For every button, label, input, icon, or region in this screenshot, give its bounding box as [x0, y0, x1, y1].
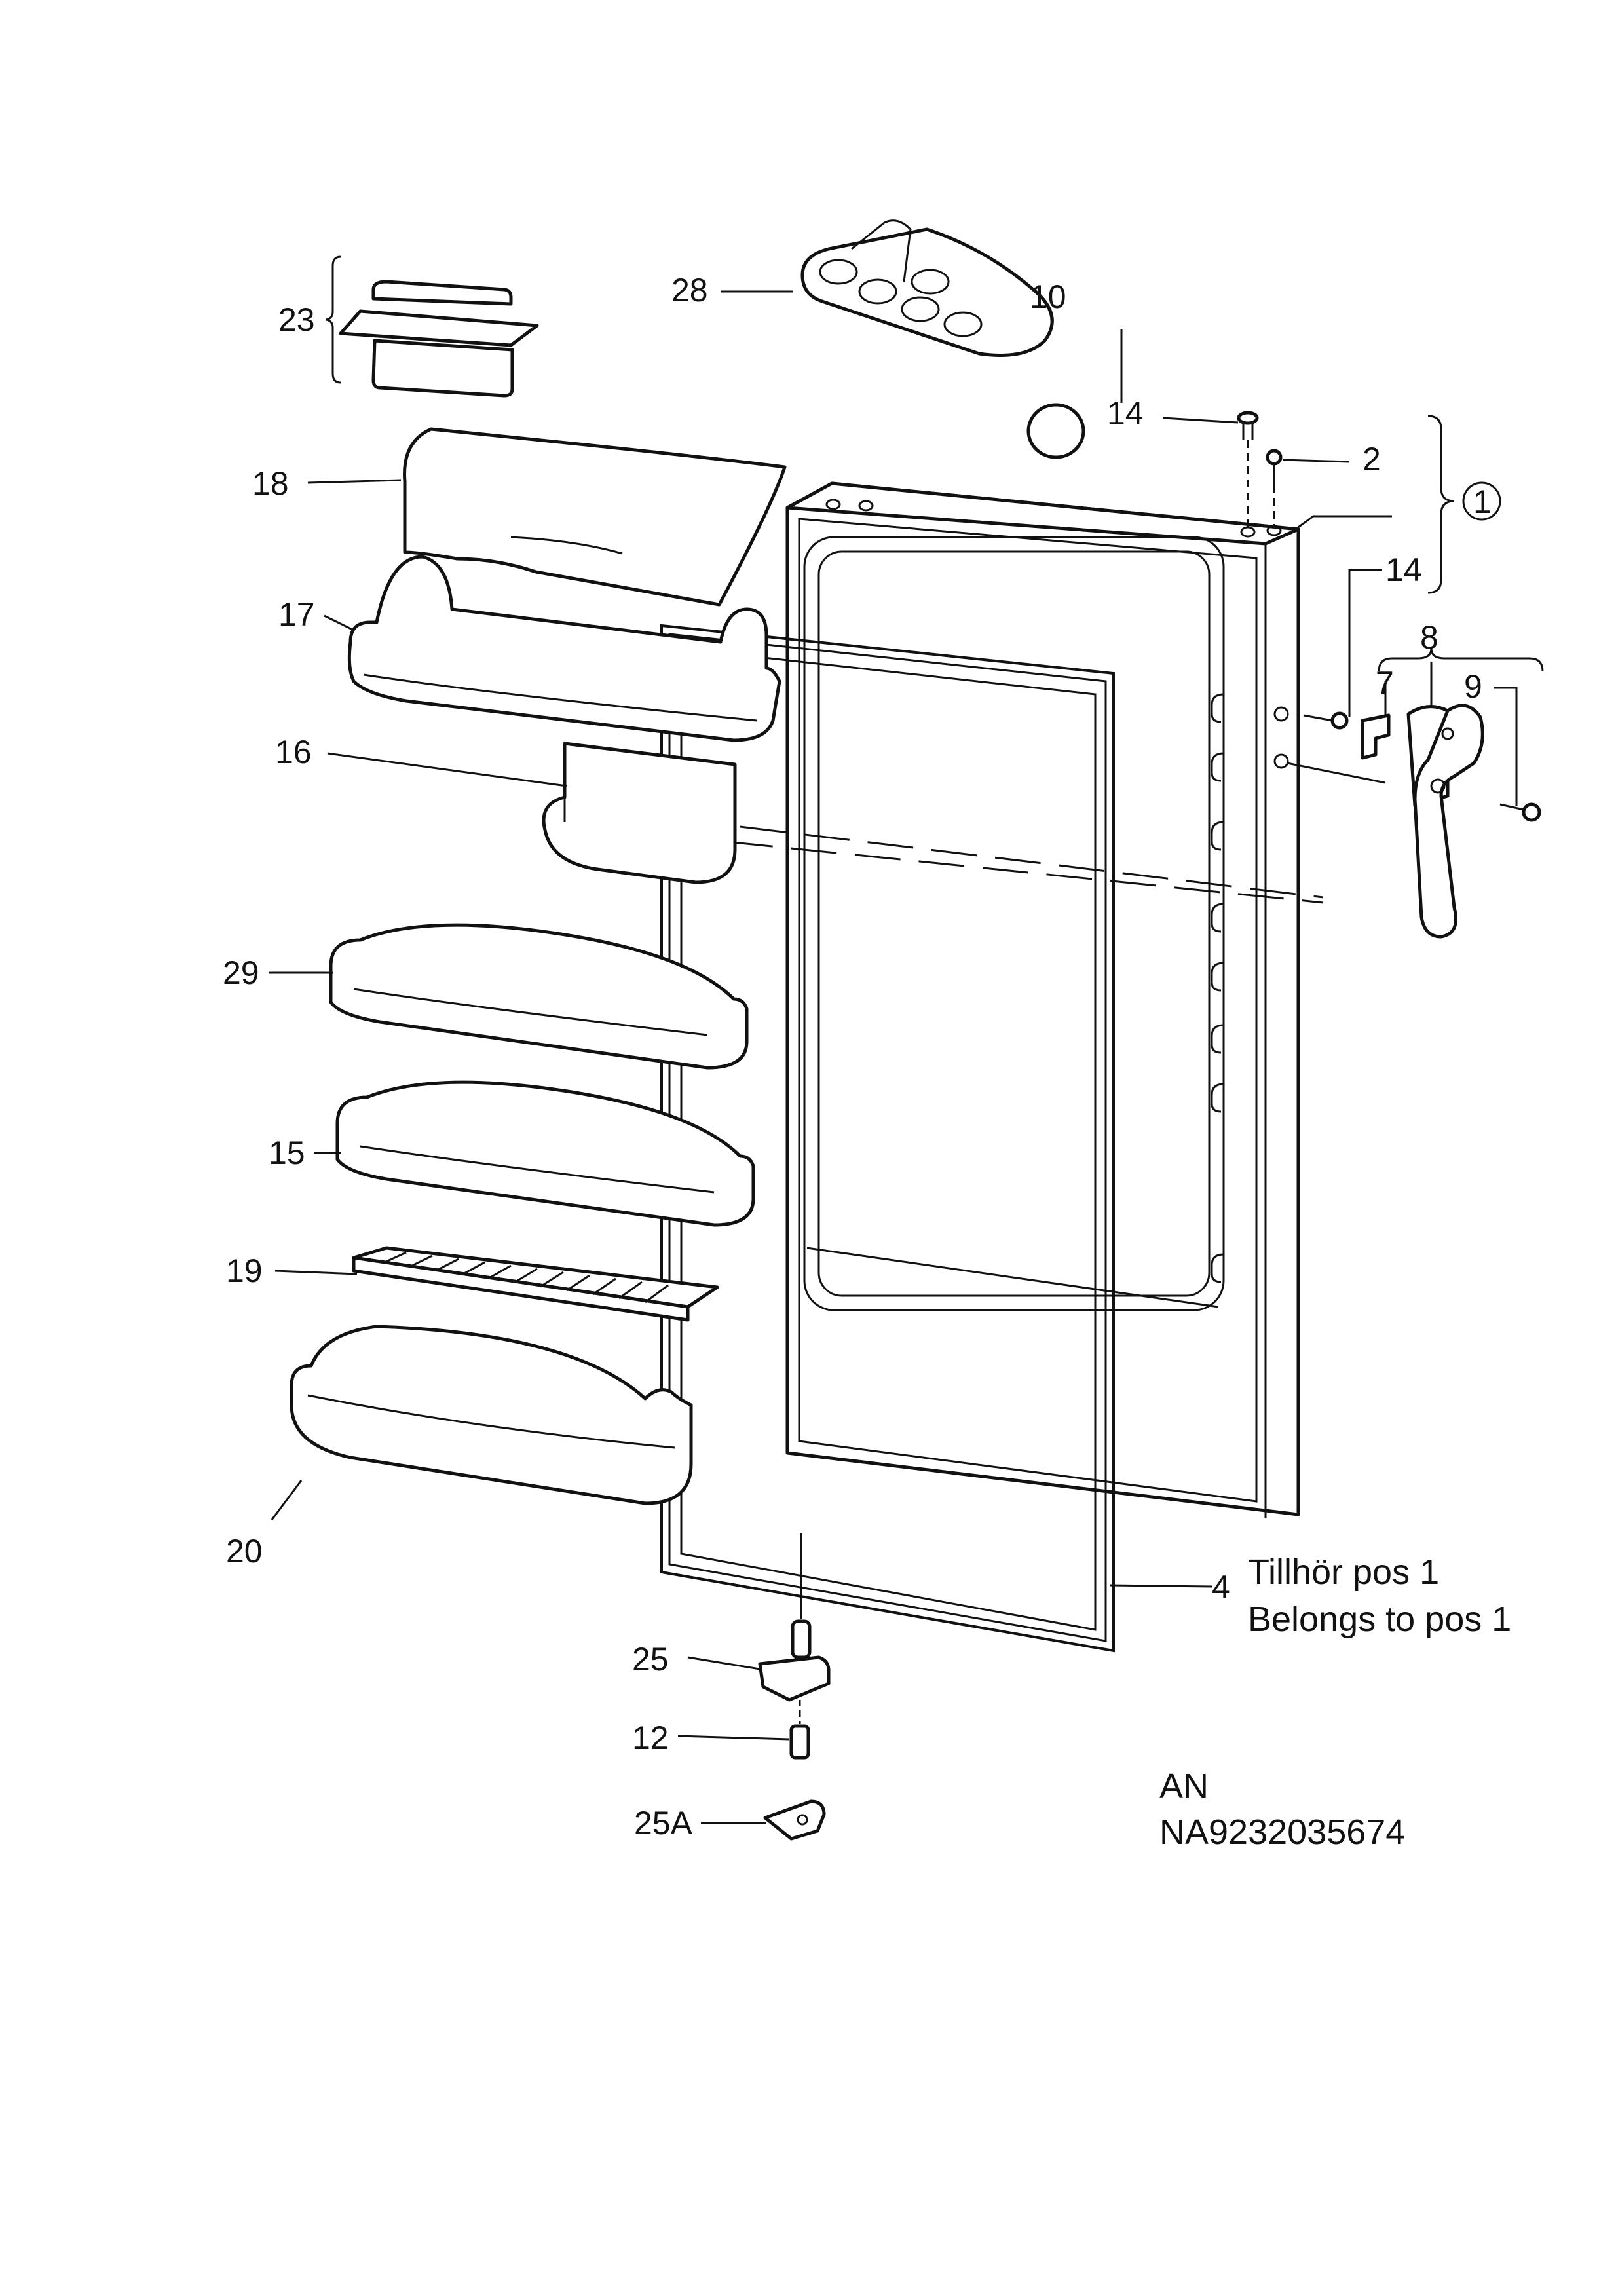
part-25a-hinge-plate: [763, 1799, 826, 1841]
label-19: 19: [226, 1252, 263, 1289]
part-25-hinge: [758, 1619, 831, 1702]
leader-lines: [269, 290, 1544, 1824]
label-29: 29: [223, 954, 259, 991]
label-7: 7: [1376, 665, 1394, 702]
label-1: 1: [1473, 483, 1492, 520]
part-18-dairy-flap: [403, 427, 787, 607]
callout-labels: 23 28 10 14 2 1 14 18 17 8 7 9 16 29 15 …: [223, 272, 1511, 1852]
label-16: 16: [275, 734, 312, 770]
part-2-screw: [1266, 449, 1283, 485]
label-20: 20: [226, 1533, 263, 1570]
part-28-egg-tray: [800, 219, 1054, 357]
label-25: 25: [632, 1641, 669, 1678]
door-gasket: [660, 624, 1115, 1653]
note-tillhor: Tillhör pos 1: [1248, 1553, 1439, 1592]
label-18: 18: [252, 465, 289, 502]
label-10: 10: [1030, 278, 1066, 315]
part-8-handle: [1406, 704, 1484, 939]
note-an: AN: [1159, 1767, 1209, 1806]
part-9-screw: [1499, 802, 1541, 822]
label-12: 12: [632, 1720, 669, 1756]
part-29-bottle-shelf: [329, 923, 749, 1070]
label-8: 8: [1420, 619, 1438, 656]
label-28: 28: [671, 272, 708, 309]
part-19-grille: [352, 1246, 719, 1322]
door-panel: [785, 481, 1300, 1518]
label-15: 15: [269, 1135, 305, 1171]
label-9: 9: [1464, 668, 1482, 705]
part-23-butter-box: [326, 255, 539, 398]
part-17-door-shelf: [347, 555, 781, 742]
part-12-screw: [789, 1700, 810, 1760]
label-2: 2: [1362, 441, 1381, 478]
note-belongs: Belongs to pos 1: [1248, 1600, 1511, 1639]
part-14-screw-side: [1303, 711, 1349, 730]
label-14-side: 14: [1385, 552, 1422, 588]
label-25a: 25A: [634, 1805, 693, 1841]
label-17: 17: [278, 596, 315, 633]
part-7-clip: [1361, 713, 1391, 760]
note-code: NA9232035674: [1159, 1813, 1405, 1852]
label-4: 4: [1212, 1569, 1230, 1606]
label-23: 23: [278, 301, 315, 338]
part-16-small-shelf: [542, 742, 737, 884]
part-10-plug: [1026, 403, 1085, 459]
part-15-bottle-shelf: [335, 1080, 755, 1227]
part-20-bottom-shelf: [290, 1325, 693, 1505]
part-14-pin: [1237, 411, 1259, 440]
label-14-top: 14: [1107, 395, 1144, 432]
